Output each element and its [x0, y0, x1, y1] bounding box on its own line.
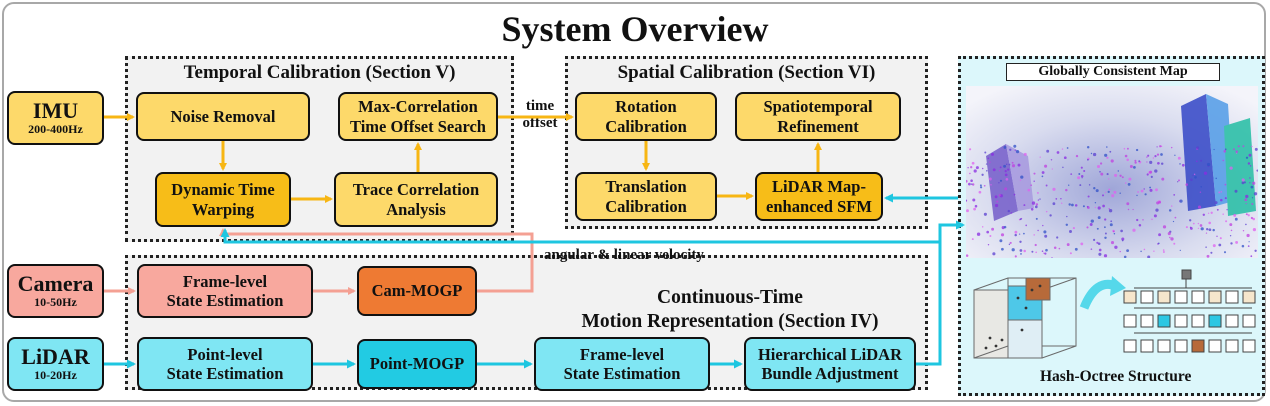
camera-rate: 10-50Hz	[34, 294, 77, 309]
point-mogp-box: Point-MOGP	[357, 339, 477, 389]
point-cloud-map-image	[966, 86, 1258, 258]
lidar-rate: 10-20Hz	[34, 367, 77, 382]
lidar-sensor-box: LiDAR 10-20Hz	[7, 337, 104, 391]
dynamic-time-warping-box: Dynamic Time Warping	[155, 172, 291, 227]
arrow-cam-mogp-to-dtw	[219, 228, 534, 293]
imu-rate: 200-400Hz	[28, 121, 83, 136]
imu-sensor-box: IMU 200-400Hz	[7, 91, 104, 145]
map-panel-title: Globally Consistent Map	[1006, 63, 1220, 81]
octree-caption: Hash-Octree Structure	[1040, 368, 1192, 385]
imu-label: IMU	[32, 97, 79, 123]
spatial-calibration-title: Spatial Calibration (Section VI)	[617, 62, 876, 83]
temporal-calibration-title: Temporal Calibration (Section V)	[183, 62, 456, 83]
hash-octree-illustration	[973, 269, 1256, 359]
velocity-label: angular & linear velocity	[544, 247, 704, 263]
noise-removal-box: Noise Removal	[136, 92, 310, 141]
hierarchical-ba-box: Hierarchical LiDAR Bundle Adjustment	[744, 337, 916, 391]
lidar-point-level-box: Point-level State Estimation	[137, 337, 313, 391]
camera-sensor-box: Camera 10-50Hz	[7, 264, 104, 318]
rotation-calibration-box: Rotation Calibration	[575, 92, 717, 141]
lidar-frame-level-box: Frame-level State Estimation	[534, 337, 710, 391]
camera-frame-level-box: Frame-level State Estimation	[137, 264, 313, 318]
lidar-map-sfm-box: LiDAR Map- enhanced SFM	[755, 172, 883, 221]
translation-calibration-box: Translation Calibration	[575, 172, 717, 221]
arrow-velocity-to-dtw	[220, 228, 940, 244]
trace-correlation-box: Trace Correlation Analysis	[334, 172, 498, 227]
max-correlation-box: Max-Correlation Time Offset Search	[338, 92, 498, 141]
lidar-label: LiDAR	[21, 343, 90, 369]
camera-label: Camera	[17, 270, 94, 296]
cam-mogp-box: Cam-MOGP	[357, 266, 477, 316]
arrow-hba-to-map	[916, 220, 965, 366]
spatiotemporal-refinement-box: Spatiotemporal Refinement	[735, 92, 901, 141]
time-offset-label: time offset	[522, 98, 558, 132]
diagram-title: System Overview	[501, 9, 769, 49]
continuous-time-title: Continuous-Time Motion Representation (S…	[581, 287, 879, 333]
